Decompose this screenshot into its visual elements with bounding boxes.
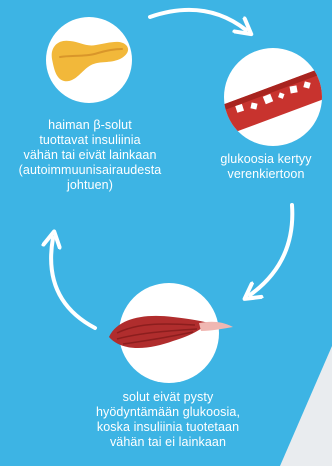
caption-line: vähän tai ei lainkaan <box>109 435 227 449</box>
vessel-caption: glukoosia kertyy verenkiertoon <box>200 152 332 182</box>
pancreas-caption: haiman β-solut tuottavat insuliinia vähä… <box>2 118 178 193</box>
arrow-muscle-to-pancreas <box>51 238 97 330</box>
corner-decoration <box>280 346 332 466</box>
caption-line: koska insuliinia tuotetaan <box>96 420 240 434</box>
caption-line: glukoosia kertyy <box>220 152 312 166</box>
caption-line: haiman β-solut <box>48 118 132 132</box>
caption-line: vähän tai eivät lainkaan <box>23 148 157 162</box>
pancreas-icon <box>51 40 129 82</box>
muscle-icon <box>109 315 233 348</box>
caption-line: verenkiertoon <box>227 167 305 181</box>
caption-line: tuottavat insuliinia <box>39 133 141 147</box>
arrow-pancreas-to-vessel <box>148 7 246 30</box>
muscle-caption: solut eivät pysty hyödyntämään glukoosia… <box>48 390 288 450</box>
arrow-vessel-to-muscle <box>250 203 295 295</box>
caption-line: hyödyntämään glukoosia, <box>95 405 241 419</box>
muscle-circle <box>109 283 233 383</box>
caption-line: johtuen) <box>67 178 113 192</box>
caption-line: solut eivät pysty <box>122 390 214 404</box>
pancreas-circle <box>46 17 132 103</box>
vessel-circle <box>224 48 322 146</box>
caption-line: (autoimmuunisairaudesta <box>18 163 162 177</box>
blood-vessel-glucose-icon <box>224 64 322 140</box>
